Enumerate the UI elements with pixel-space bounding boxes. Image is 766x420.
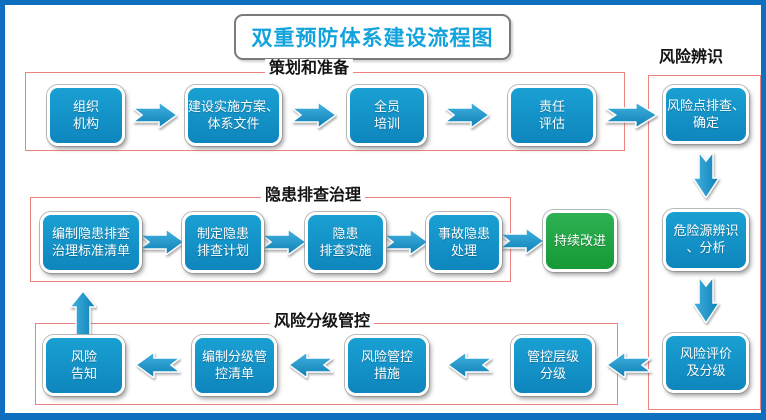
flow-arrow-left-icon	[136, 352, 180, 378]
node-hazard-source-identification: 危险源辨识 、分析	[663, 209, 749, 271]
flow-arrow-right-icon	[292, 102, 336, 128]
flow-arrow-right-icon	[500, 228, 544, 254]
flow-arrow-right-icon	[605, 102, 657, 128]
node-organization-label: 组织 机构	[72, 98, 99, 131]
node-implementation-plan-label: 建设实施方案、 体系文件	[188, 98, 280, 131]
flow-arrow-right-icon	[445, 102, 489, 128]
section-label-risk-identification: 风险辨识	[655, 48, 728, 68]
node-responsibility-evaluation-label: 责任 评估	[538, 98, 565, 131]
flow-arrow-right-icon	[262, 229, 306, 255]
node-risk-point-check: 风险点排查、 确定	[663, 85, 749, 144]
node-continuous-improvement-label: 持续改进	[553, 232, 606, 248]
node-all-staff-training-label: 全员 培训	[373, 98, 400, 131]
node-check-implementation: 隐患 排查实施	[305, 212, 386, 273]
node-grading-control-list-label: 编制分级管 控清单	[201, 348, 267, 381]
node-check-plan-label: 制定隐患 排查计划	[196, 225, 249, 258]
node-risk-notification-label: 风险 告知	[70, 348, 97, 381]
section-label-planning: 策划和准备	[265, 59, 354, 79]
page-title: 双重预防体系建设流程图	[251, 27, 494, 50]
node-risk-point-check-label: 风险点排查、 确定	[666, 97, 745, 130]
section-label-hazard: 隐患排查治理	[261, 186, 366, 206]
node-all-staff-training: 全员 培训	[347, 85, 427, 146]
flow-arrow-right-icon	[384, 229, 428, 255]
flow-arrow-up-icon	[70, 291, 96, 335]
node-risk-control-measures-label: 风险管控 措施	[360, 348, 413, 381]
node-risk-notification: 风险 告知	[43, 335, 125, 396]
flow-arrow-right-icon	[140, 229, 184, 255]
flow-arrow-right-icon	[133, 102, 177, 128]
node-responsibility-evaluation: 责任 评估	[508, 85, 596, 146]
title-box: 双重预防体系建设流程图	[234, 14, 511, 60]
group-risk-identification	[648, 75, 761, 410]
flow-arrow-down-icon	[693, 277, 719, 323]
node-hazard-source-identification-label: 危险源辨识 、分析	[673, 223, 739, 255]
section-label-grading: 风险分级管控	[270, 312, 375, 332]
node-accident-hazard-handling: 事故隐患 处理	[426, 212, 502, 273]
node-check-plan: 制定隐患 排查计划	[182, 212, 264, 273]
flow-arrow-down-icon	[693, 152, 719, 198]
node-control-level-grading-label: 管控层级 分级	[526, 348, 579, 381]
node-risk-evaluation-grading: 风险评价 及分级	[663, 333, 749, 393]
node-standard-list-label: 编制隐患排查 治理标准清单	[51, 225, 130, 258]
node-continuous-improvement: 持续改进	[543, 210, 617, 272]
node-check-implementation-label: 隐患 排查实施	[319, 225, 372, 258]
flow-arrow-left-icon	[607, 352, 651, 378]
node-standard-list: 编制隐患排查 治理标准清单	[40, 212, 142, 273]
node-implementation-plan: 建设实施方案、 体系文件	[185, 85, 282, 146]
node-grading-control-list: 编制分级管 控清单	[192, 335, 277, 396]
flow-arrow-left-icon	[289, 352, 333, 378]
node-risk-control-measures: 风险管控 措施	[345, 335, 429, 396]
node-accident-hazard-handling-label: 事故隐患 处理	[437, 225, 490, 258]
flow-arrow-left-icon	[448, 352, 492, 378]
node-organization: 组织 机构	[47, 85, 125, 146]
node-risk-evaluation-grading-label: 风险评价 及分级	[679, 346, 732, 378]
node-control-level-grading: 管控层级 分级	[511, 335, 595, 396]
